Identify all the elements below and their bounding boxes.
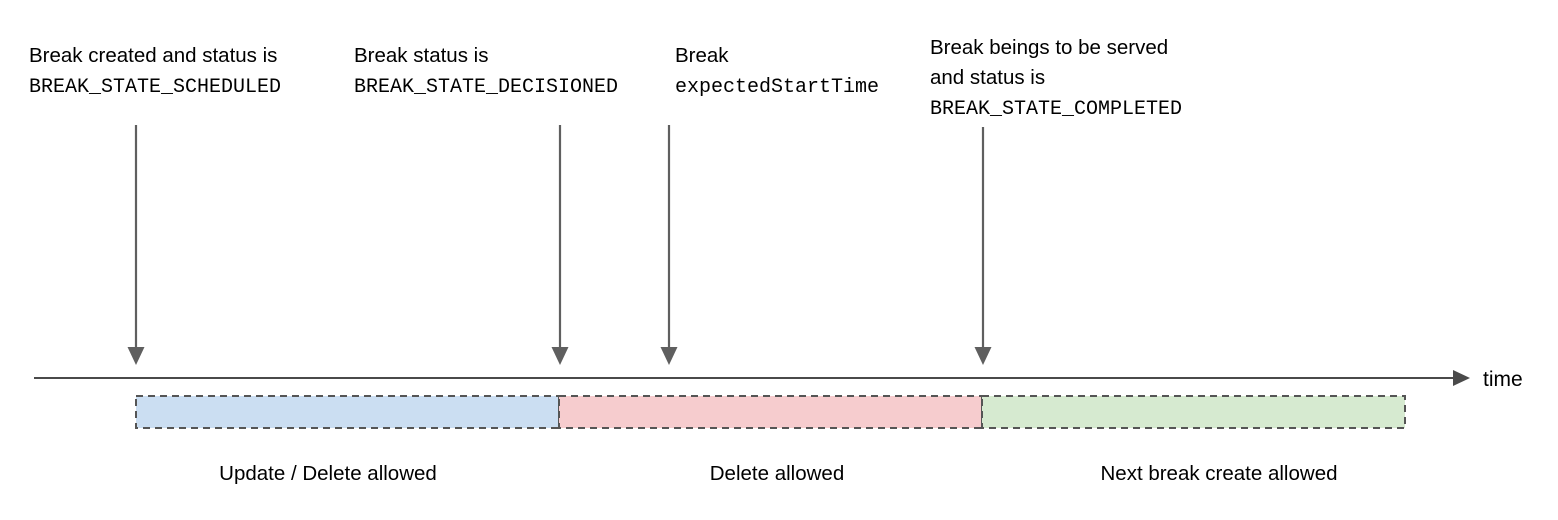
- annotation-line-expected-start-time-1: expectedStartTime: [675, 76, 879, 99]
- annotation-arrowhead-completed: [974, 347, 992, 365]
- segment-caption-next-break-create: Next break create allowed: [1100, 462, 1337, 485]
- timeline-band-next-break-create: [981, 395, 1406, 429]
- time-axis-arrowhead: [1453, 370, 1470, 386]
- annotation-line-completed-2: BREAK_STATE_COMPLETED: [930, 98, 1182, 121]
- annotation-line-scheduled-0: Break created and status is: [29, 44, 277, 67]
- annotation-line-scheduled-1: BREAK_STATE_SCHEDULED: [29, 76, 281, 99]
- annotation-arrowhead-scheduled: [127, 347, 145, 365]
- annotation-arrowhead-decisioned: [551, 347, 569, 365]
- arrow-layer: [127, 125, 992, 365]
- time-axis-label: time: [1483, 368, 1523, 391]
- segment-caption-layer: Update / Delete allowed Delete allowed Nex…: [219, 462, 1337, 485]
- band-layer: [135, 395, 1406, 429]
- timeline-band-delete-only: [558, 395, 983, 429]
- annotation-line-expected-start-time-0: Break: [675, 44, 729, 67]
- axis-layer: time: [34, 368, 1523, 391]
- annotation-line-decisioned-1: BREAK_STATE_DECISIONED: [354, 76, 618, 99]
- annotation-text-layer: Break created and status is BREAK_STATE_S…: [29, 36, 1182, 121]
- annotation-line-completed-0: Break beings to be served: [930, 36, 1168, 59]
- annotation-arrowhead-expected-start-time: [660, 347, 678, 365]
- timeline-band-update-delete: [135, 395, 560, 429]
- segment-caption-update-delete: Update / Delete allowed: [219, 462, 437, 485]
- segment-caption-delete-only: Delete allowed: [710, 462, 844, 485]
- annotation-line-decisioned-0: Break status is: [354, 44, 488, 67]
- annotation-line-completed-1: and status is: [930, 66, 1045, 89]
